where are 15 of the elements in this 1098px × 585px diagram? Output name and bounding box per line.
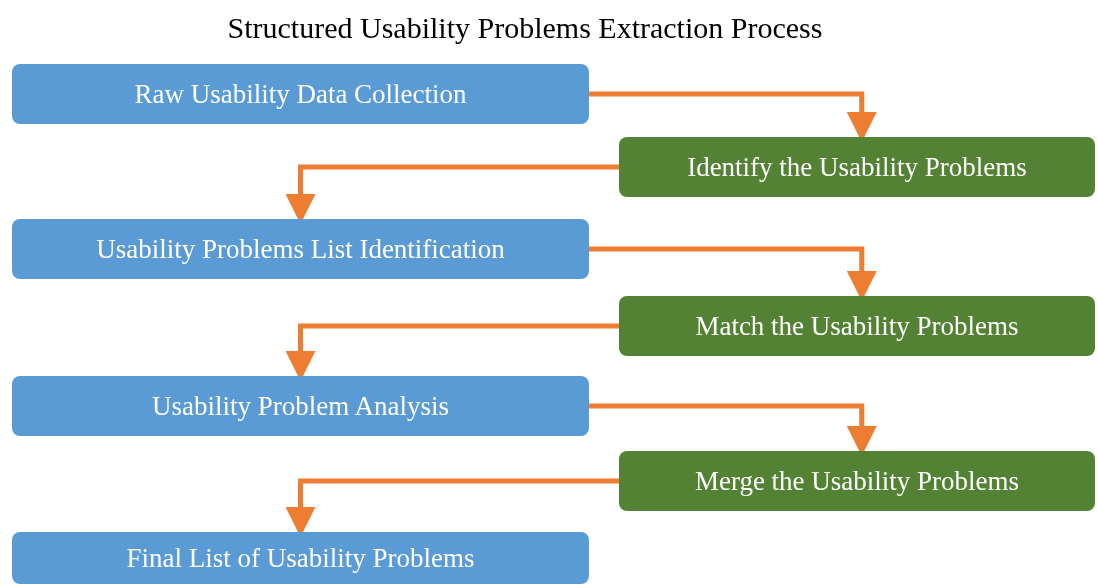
process-box: [619, 296, 1095, 356]
step-label: Final List of Usability Problems: [126, 542, 475, 574]
process-box: [619, 137, 1095, 197]
step-label: Identify the Usability Problems: [687, 151, 1027, 183]
step-label: Usability Problem Analysis: [152, 390, 449, 422]
process-box: [12, 219, 589, 279]
process-box: [619, 451, 1095, 511]
process-box: [12, 376, 589, 436]
process-box: [12, 532, 589, 584]
step-label: Merge the Usability Problems: [694, 465, 1020, 497]
step-label: Match the Usability Problems: [695, 310, 1019, 342]
step-label: Raw Usability Data Collection: [134, 78, 467, 110]
diagram-title: Structured Usability Problems Extraction Process: [226, 10, 824, 46]
step-label: Usability Problems List Identification: [96, 233, 505, 265]
process-box: [12, 64, 589, 124]
